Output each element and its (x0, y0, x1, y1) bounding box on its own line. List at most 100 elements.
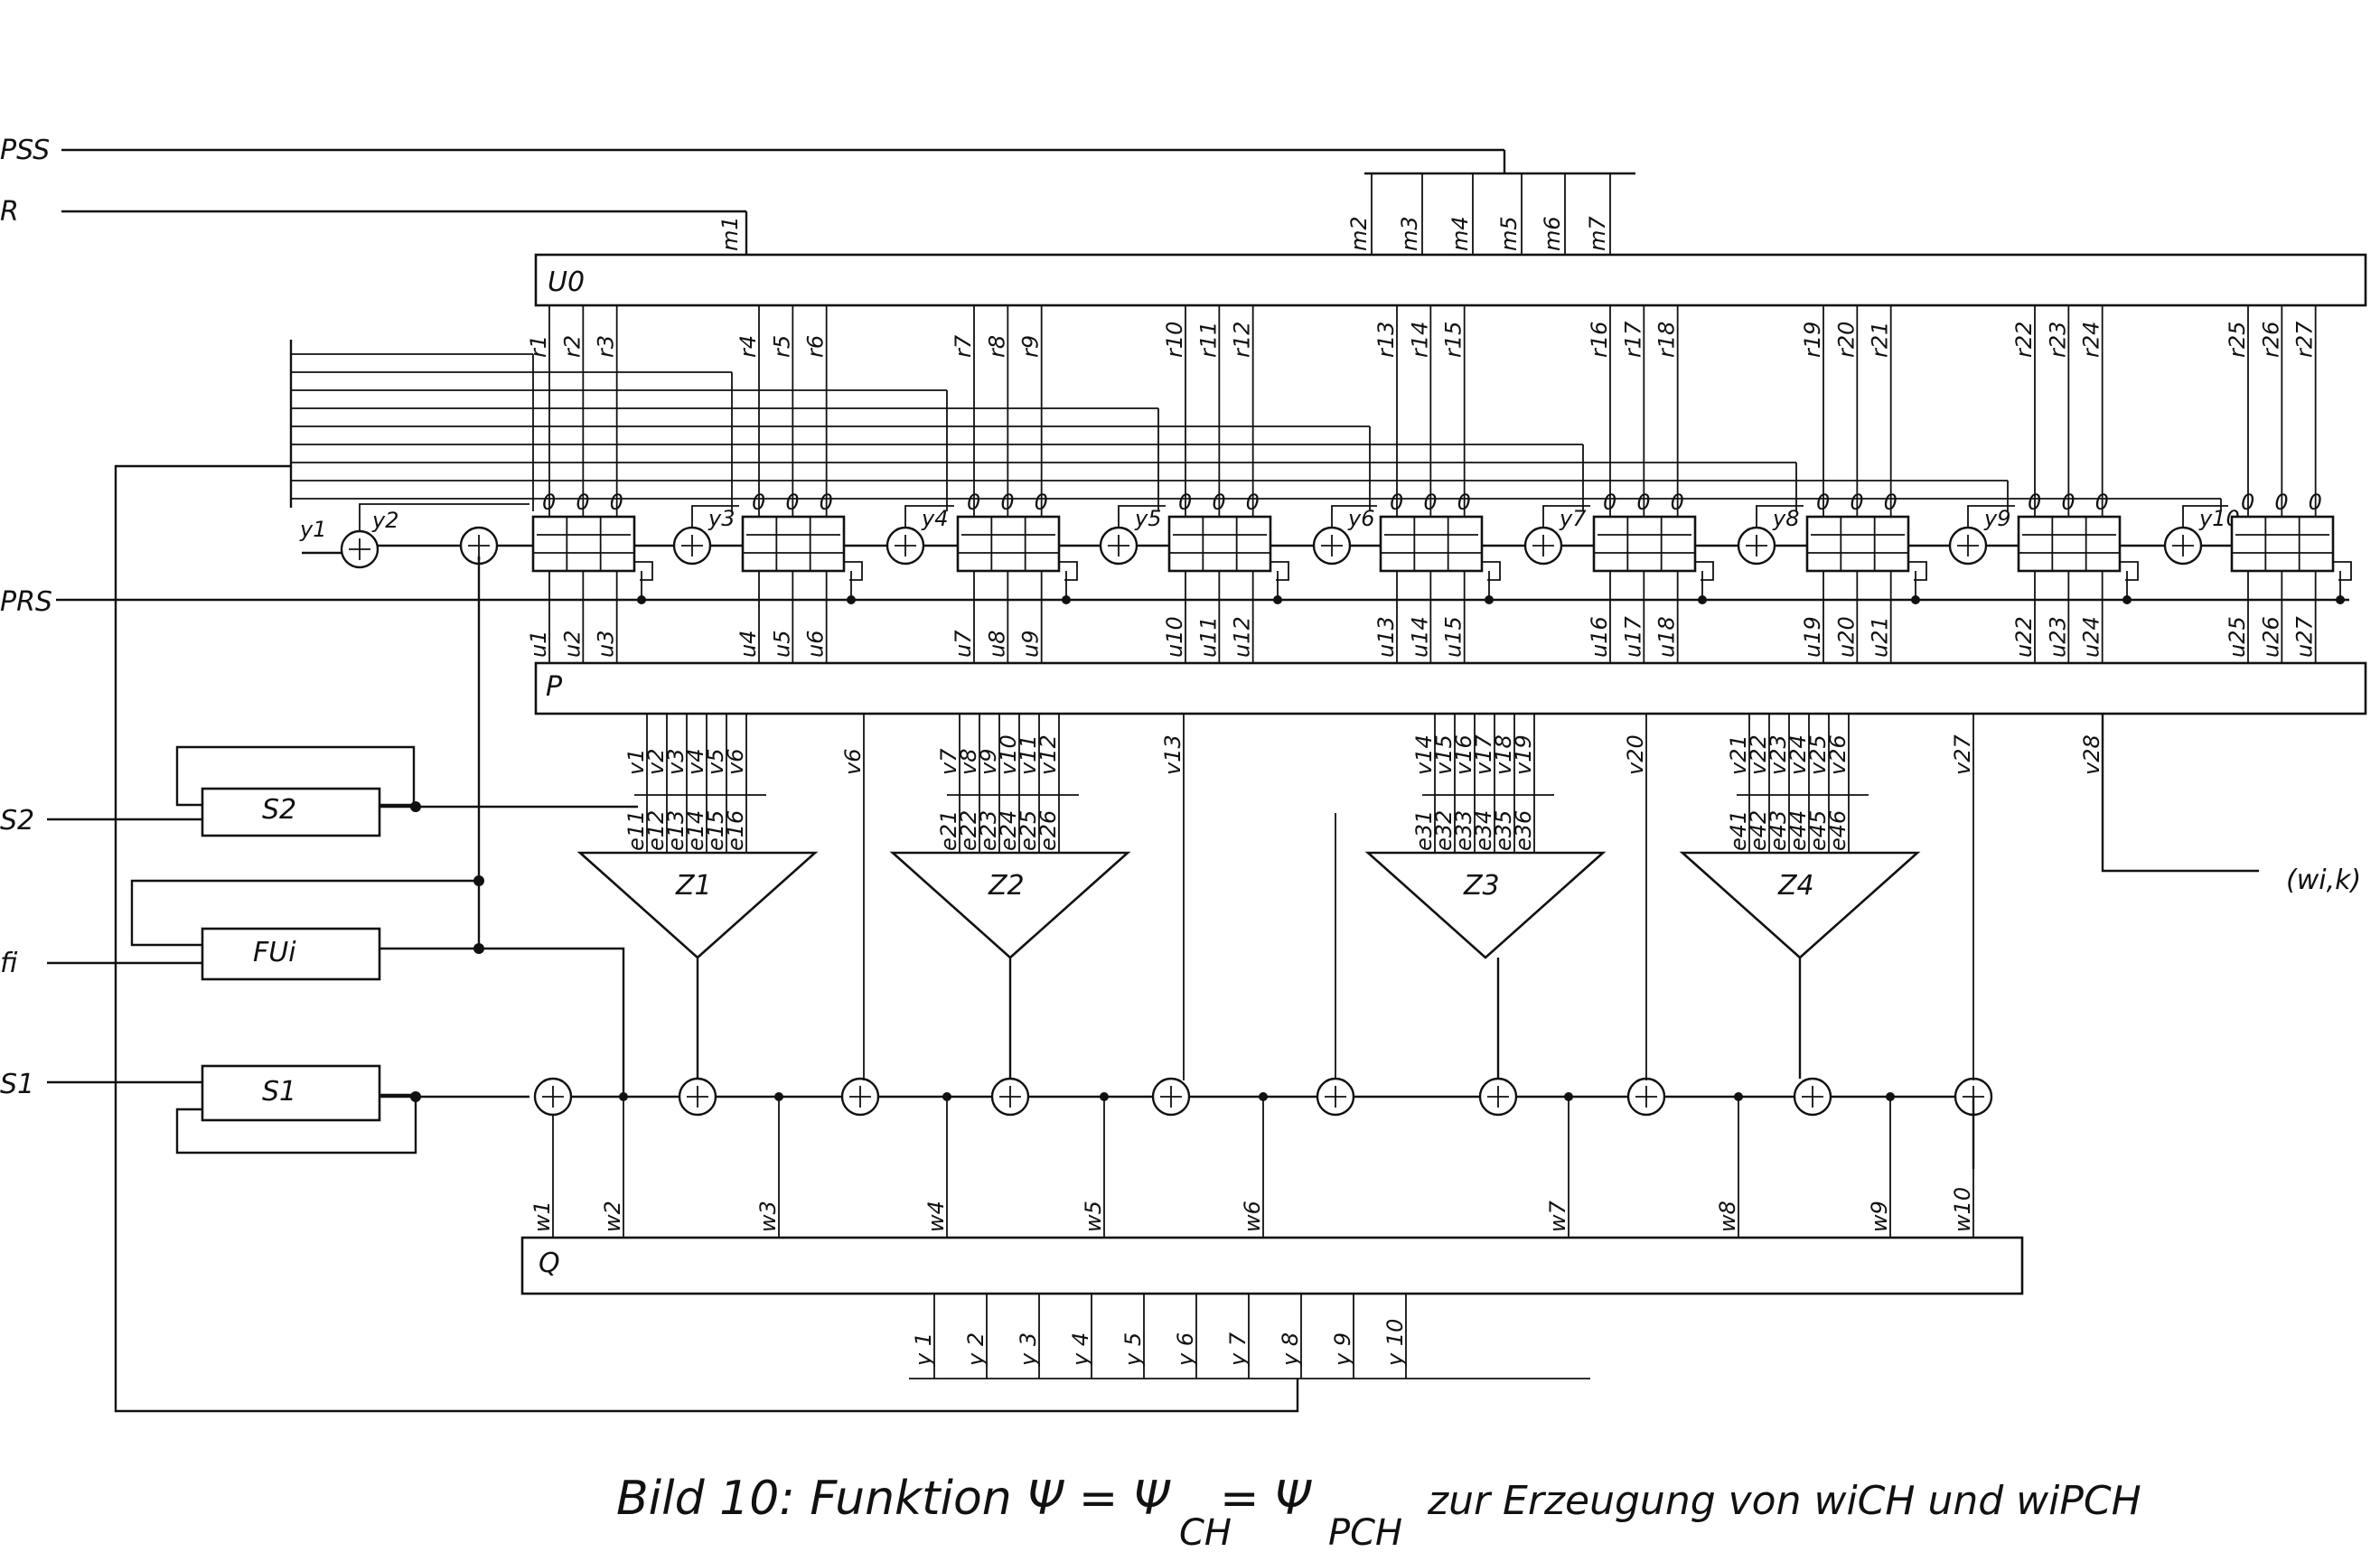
e-label: e43 (1766, 810, 1791, 851)
z-triangle (1679, 851, 1921, 959)
v-label: v10 (996, 734, 1021, 775)
u-label: u8 (984, 631, 1009, 658)
v-label: v22 (1746, 734, 1771, 775)
zero-bit: 0 (542, 490, 556, 515)
s2-block-label: S2 (262, 794, 296, 826)
y-label: y9 (1983, 506, 2010, 531)
y-label: y6 (1347, 506, 1374, 531)
r-label: r7 (951, 334, 976, 358)
w-label: w3 (755, 1201, 781, 1232)
e-label: e46 (1825, 810, 1851, 851)
output-y-label: y 3 (1016, 1332, 1041, 1367)
z-triangle (576, 851, 819, 959)
r-label: r25 (2225, 322, 2250, 358)
w-label: w6 (1240, 1201, 1265, 1232)
r-label: r20 (1833, 322, 1859, 358)
v-label: v27 (1950, 734, 1975, 775)
z-triangle (1364, 851, 1607, 959)
w-label: w10 (1950, 1187, 1975, 1232)
caption-prefix: Bild 10: Funktion Ψ = Ψ (616, 1472, 1171, 1526)
m-label: m1 (717, 216, 743, 251)
adder-top (1312, 526, 1352, 566)
r-label: r6 (803, 335, 829, 358)
signal-s1-label: S1 (0, 1069, 34, 1100)
r-label: r14 (1407, 322, 1432, 358)
w-label: w2 (600, 1201, 625, 1232)
y-label: y2 (371, 508, 398, 533)
e-label: e41 (1726, 810, 1751, 851)
caption-sub-pch: PCH (1328, 1512, 1402, 1552)
signal-r-label: R (0, 196, 19, 228)
y-label: y1 (299, 517, 326, 542)
v-label: v12 (1035, 734, 1061, 775)
u-label: u7 (951, 630, 976, 658)
zero-bit: 0 (1423, 490, 1437, 515)
e-label: e15 (703, 810, 728, 851)
adder-bottom (1478, 1077, 1518, 1117)
adder-top (1737, 526, 1776, 566)
v-label: v14 (1411, 734, 1437, 775)
output-y-label: y 10 (1382, 1319, 1408, 1367)
signal-prs-label: PRS (0, 586, 52, 618)
v-label: v23 (1766, 734, 1791, 775)
r-label: r27 (2292, 321, 2318, 358)
r-label: r24 (2079, 322, 2104, 358)
e-label: e11 (623, 810, 649, 851)
zero-bit: 0 (2095, 490, 2109, 515)
u-label: u20 (1833, 616, 1859, 658)
w-label: w9 (1867, 1201, 1892, 1232)
u-label: u9 (1018, 631, 1044, 658)
s2-block (201, 787, 381, 837)
v-label: v9 (976, 749, 1001, 775)
caption-suffix: zur Erzeugung von wiCH und wiPCH (1427, 1478, 2141, 1524)
signal-fi-label: fi (0, 948, 18, 979)
zero-bit: 0 (1457, 490, 1471, 515)
r-label: r16 (1587, 322, 1612, 358)
adder-bottom (840, 1077, 880, 1117)
r-label: r11 (1195, 322, 1221, 358)
zero-bit: 0 (1178, 490, 1192, 515)
s1-feedback (175, 1093, 417, 1155)
u-label: u1 (526, 631, 551, 658)
u-label: u6 (803, 631, 829, 658)
u-label: u4 (736, 631, 761, 658)
adder-bottom (990, 1077, 1030, 1117)
e-label: e21 (936, 810, 961, 851)
e-label: e33 (1451, 810, 1476, 851)
output-y-label: y 8 (1278, 1332, 1303, 1367)
u-label: u17 (1620, 616, 1645, 658)
zero-bit: 0 (576, 490, 589, 515)
y-label: y7 (1559, 506, 1587, 531)
e-label: e36 (1511, 810, 1536, 851)
zero-bit: 0 (2061, 490, 2075, 515)
w-label: w7 (1545, 1200, 1570, 1232)
adder-bottom (1793, 1077, 1832, 1117)
m-label: m2 (1346, 216, 1372, 251)
u-label: u21 (1868, 616, 1893, 658)
v-label: v20 (1623, 734, 1648, 775)
zero-bit: 0 (2241, 490, 2254, 515)
y-label: y5 (1134, 506, 1161, 531)
v-label: v4 (683, 749, 708, 775)
zero-bit: 0 (2274, 490, 2288, 515)
u-label: u18 (1654, 616, 1680, 658)
zero-bit: 0 (820, 490, 833, 515)
r-label: r18 (1654, 322, 1680, 358)
q-block (520, 1236, 2024, 1295)
output-y-label: y 4 (1068, 1332, 1093, 1367)
output-y-label: y 2 (963, 1332, 989, 1367)
zero-bit: 0 (1603, 490, 1616, 515)
u0-block (534, 253, 2367, 307)
m-label: m6 (1540, 216, 1565, 251)
e-label: e13 (663, 810, 689, 851)
v-label: v2 (643, 749, 669, 775)
e-label: e16 (723, 810, 748, 851)
